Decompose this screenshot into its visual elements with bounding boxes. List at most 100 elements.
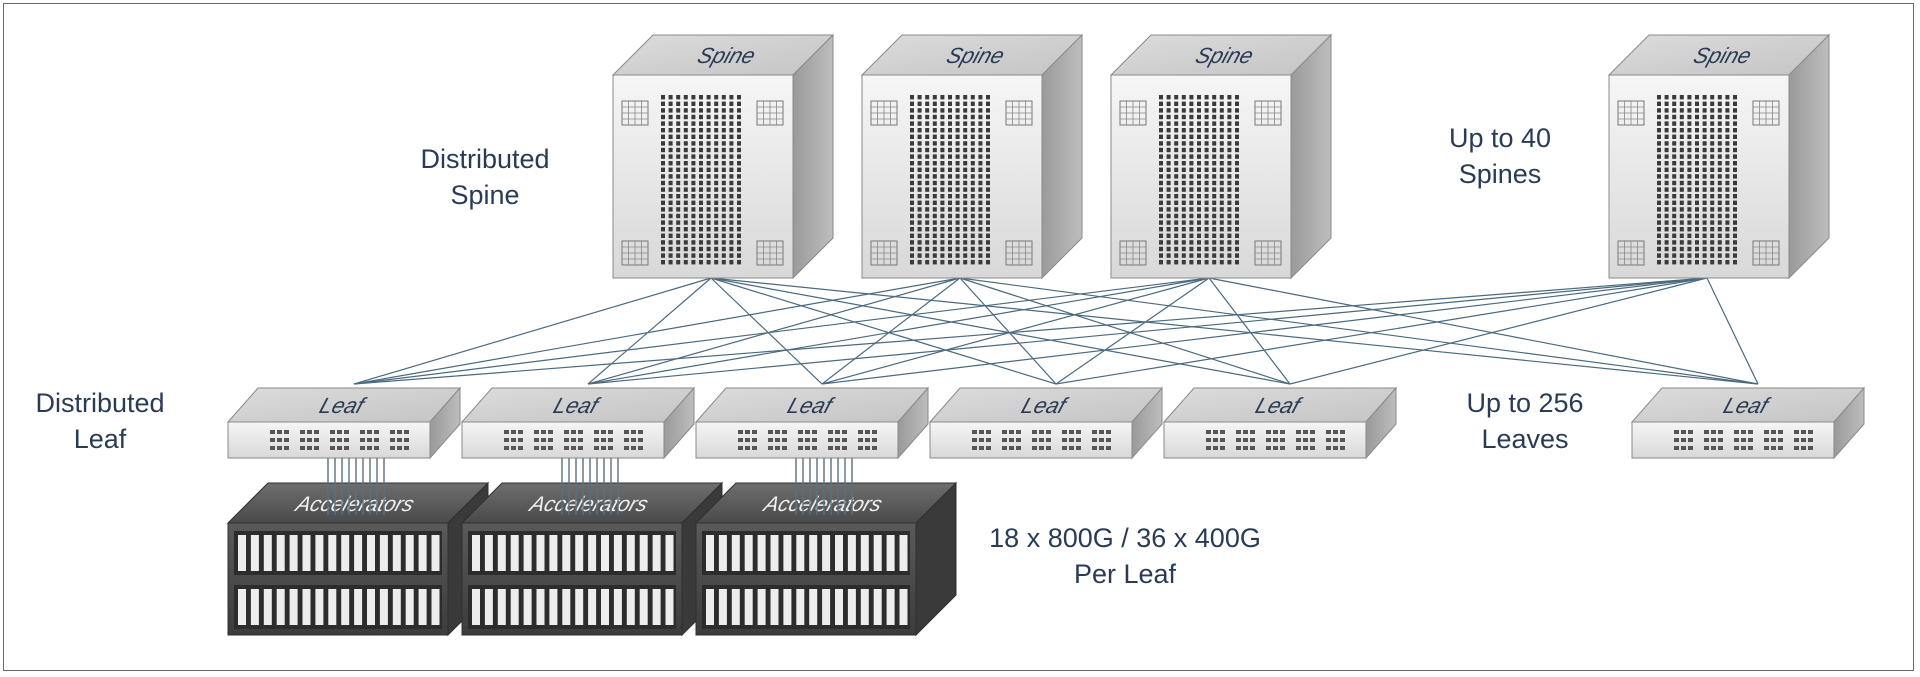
spine-port <box>721 121 726 126</box>
spine-port <box>1219 220 1224 225</box>
spine-port <box>683 161 688 166</box>
accelerator-uplinks <box>795 458 853 515</box>
spine-port <box>1189 227 1194 232</box>
spine-port <box>1695 128 1699 133</box>
spine-port <box>1657 194 1661 199</box>
spine-port <box>986 167 990 172</box>
spine-port <box>1702 114 1707 120</box>
spine-port <box>1717 114 1722 120</box>
leaf-port <box>1734 438 1739 442</box>
spine-port <box>683 167 688 172</box>
spine-port <box>1672 246 1677 252</box>
spine-port <box>1174 147 1179 153</box>
leaf-port <box>1674 446 1679 450</box>
spine-port <box>940 220 945 225</box>
spine-port <box>729 121 734 126</box>
leaf-port <box>534 446 539 450</box>
spine-port <box>668 207 673 212</box>
spine-port <box>1733 147 1737 153</box>
spine-port <box>940 260 945 265</box>
leaf-port <box>979 438 984 442</box>
spine-port <box>1235 200 1239 205</box>
spine-port <box>676 161 681 166</box>
link-line <box>1055 277 1708 385</box>
leaf-port <box>1764 438 1769 442</box>
spine-port <box>729 174 734 179</box>
spine-port <box>948 95 952 100</box>
spine-port <box>1189 95 1194 100</box>
spine-port <box>955 134 960 139</box>
spine-port <box>714 121 719 126</box>
leaf-port <box>805 446 810 450</box>
per-leaf-label: 18 x 800G / 36 x 400G Per Leaf <box>960 520 1290 592</box>
spine-port <box>714 260 719 265</box>
spine-port <box>1687 154 1692 159</box>
accelerator-slot <box>392 589 401 625</box>
spine-port <box>1657 95 1661 100</box>
spine-port <box>1687 233 1692 238</box>
spine-port <box>955 240 960 245</box>
spine-port <box>1710 141 1715 146</box>
spine-port <box>1695 167 1699 172</box>
spine-port <box>1717 141 1722 146</box>
spine-port <box>676 213 681 219</box>
spine-port <box>1174 101 1179 106</box>
spine-port <box>1664 174 1669 179</box>
accelerator-slot <box>796 589 805 625</box>
spine-port <box>986 134 990 139</box>
spine-port <box>1664 220 1669 225</box>
spine-port <box>1212 240 1217 245</box>
spine-port <box>1189 154 1194 159</box>
accelerator-slot <box>731 589 740 625</box>
spine-port <box>1702 207 1707 212</box>
spine-port <box>1687 174 1692 179</box>
spine-port <box>1189 114 1194 120</box>
spine-port <box>1717 213 1722 219</box>
accelerator-slot <box>601 535 609 571</box>
spine-port <box>1204 227 1209 232</box>
spine-port <box>1657 180 1661 186</box>
spine-port <box>729 207 734 212</box>
spine-port <box>955 180 960 186</box>
leaf-port <box>1303 430 1308 434</box>
spine-port <box>1219 101 1224 106</box>
leaf-port <box>865 438 870 442</box>
spine-port <box>910 141 914 146</box>
spine-port <box>1687 161 1692 166</box>
accelerator-slot <box>626 535 635 571</box>
spine-port <box>1235 128 1239 133</box>
accelerator-slot <box>809 535 818 571</box>
spine-port <box>910 180 914 186</box>
leaf-port <box>511 430 516 434</box>
leaf-port <box>578 438 583 442</box>
spine-port <box>1174 134 1179 139</box>
spine-port <box>737 194 741 199</box>
spine-port <box>668 147 673 153</box>
spine-port <box>986 200 990 205</box>
spine-port <box>1687 141 1692 146</box>
leaf-port <box>1681 430 1686 434</box>
spine-port <box>1657 260 1661 265</box>
spine-port <box>729 246 734 252</box>
leaf-ports <box>1206 430 1345 450</box>
spine-port <box>1219 200 1224 205</box>
spine-port <box>1664 260 1669 265</box>
spine-port <box>910 161 914 166</box>
spine-port <box>910 108 914 113</box>
spine-port <box>661 141 665 146</box>
spine-port <box>910 260 914 265</box>
spine-port <box>925 213 930 219</box>
accelerator-slot <box>757 589 766 625</box>
spine-port <box>1710 167 1715 172</box>
spine-port <box>691 95 696 100</box>
spine-port <box>1733 95 1737 100</box>
spine-port <box>1181 260 1186 265</box>
accelerator-slot <box>847 589 856 625</box>
spine-port <box>668 141 673 146</box>
spine-port <box>706 246 711 252</box>
spine-port <box>1725 161 1730 166</box>
spine-port <box>737 154 741 159</box>
spine-port <box>970 213 975 219</box>
accelerator-slot <box>302 535 311 571</box>
spine-port <box>948 187 952 192</box>
